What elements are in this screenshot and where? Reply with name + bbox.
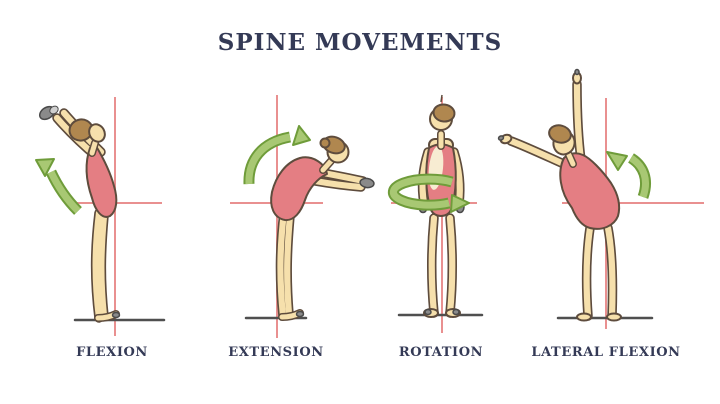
curved-arrow-icon (35, 158, 78, 211)
human-figure (497, 68, 622, 322)
page-title: SPINE MOVEMENTS (217, 29, 503, 56)
label-flexion: FLEXION (76, 345, 148, 360)
figure-rotation (391, 94, 484, 333)
human-figure (38, 105, 121, 318)
curved-arrow-icon (606, 151, 646, 197)
rotation-arrow-icon (393, 179, 470, 213)
figure-lateral-flexion (497, 68, 704, 329)
figure-extension (230, 95, 375, 338)
human-figure (270, 135, 375, 317)
label-rotation: ROTATION (398, 345, 484, 360)
label-lateral-flexion: LATERAL FLEXION (531, 345, 681, 360)
figure-flexion (35, 97, 166, 336)
label-extension: EXTENSION (228, 345, 324, 360)
curved-arrow-icon (249, 125, 311, 184)
